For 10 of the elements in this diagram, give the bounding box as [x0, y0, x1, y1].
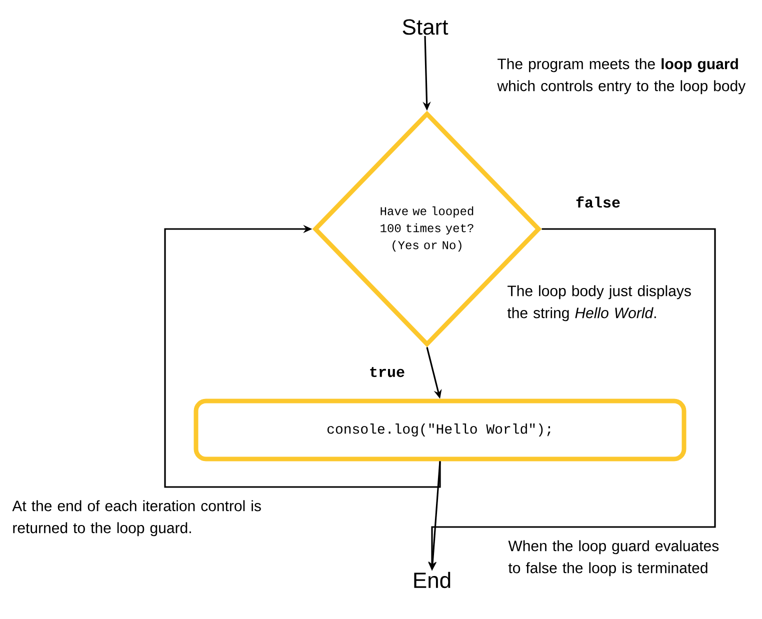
edge-label: false [574, 195, 622, 209]
arrow [164, 224, 441, 488]
start-end-label: Start [402, 19, 448, 35]
annotation: The program meets the loop guard which controls entry to the loop body [497, 58, 746, 94]
annotation: At the end of each iteration control is returned to the loop guard. [12, 500, 261, 536]
edge-label: true [368, 366, 406, 378]
annotation: The loop body just displays the string Hello World. [507, 285, 691, 322]
process-box: console.log("Hello World"); [194, 398, 686, 462]
annotation: When the loop guard evaluates to false the loop is terminated [508, 540, 719, 576]
start-end-label: End [414, 572, 450, 588]
